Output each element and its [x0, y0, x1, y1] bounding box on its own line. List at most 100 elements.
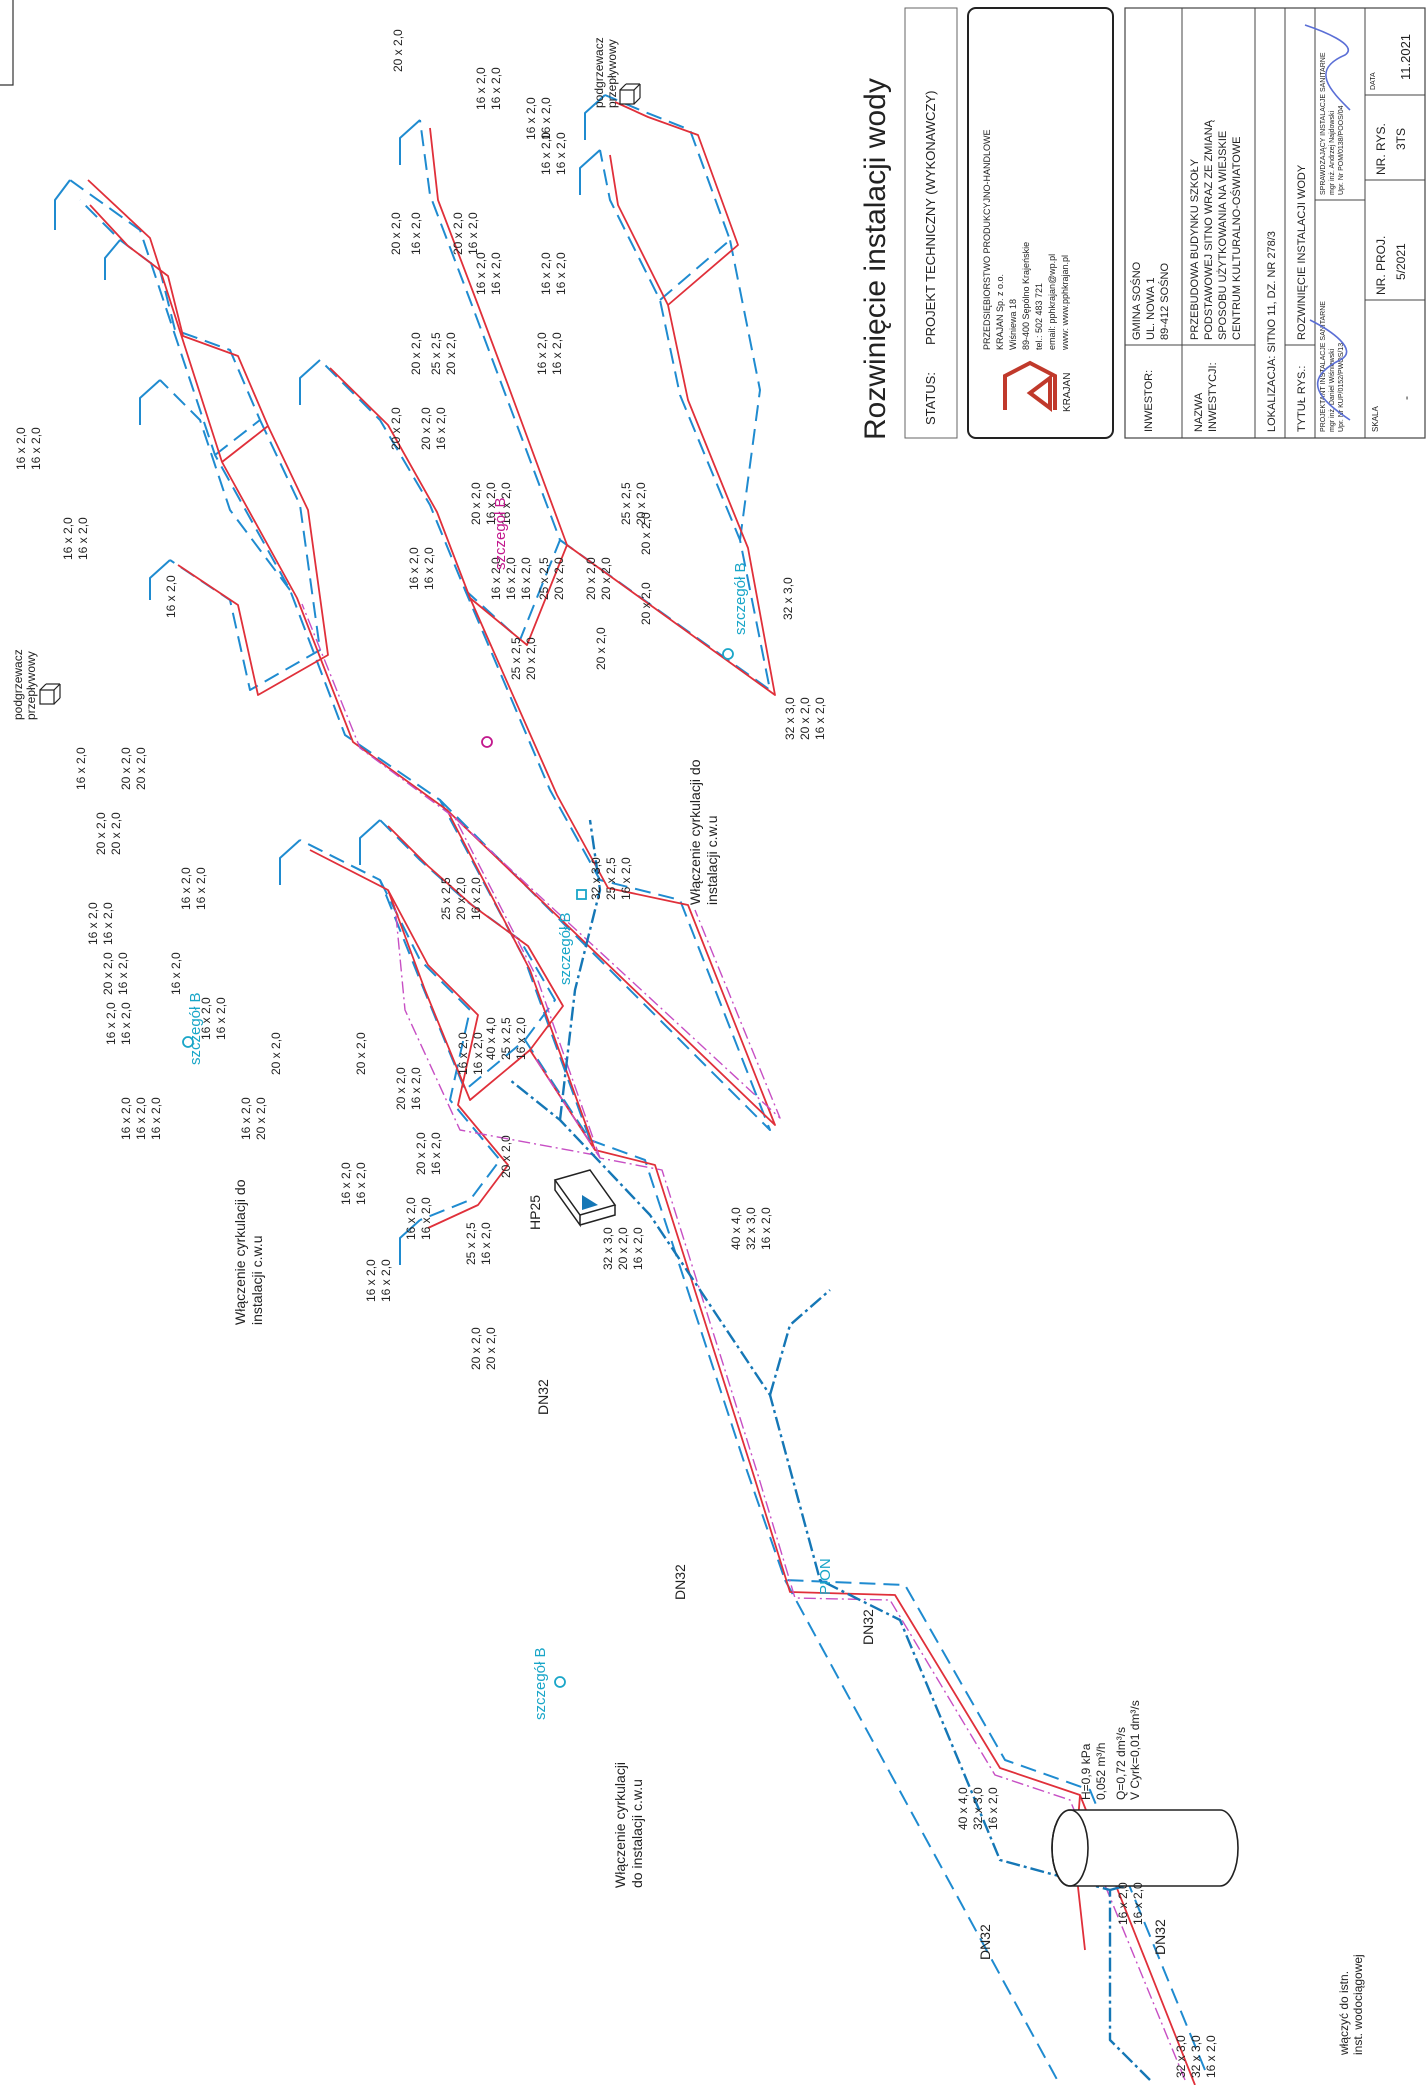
- circulation-note: Włączenie cyrkulacji: [612, 1762, 628, 1888]
- dim-label: 16 x 2,0: [631, 1227, 645, 1270]
- company-address: Wiśniewa 18: [1008, 299, 1018, 350]
- dim-label: 16 x 2,0: [379, 1259, 393, 1302]
- dim-label: 20 x 2,0: [484, 1327, 498, 1370]
- dim-label: 40 x 4,0: [729, 1207, 743, 1250]
- investor-street: UL. NOWA 1: [1145, 277, 1157, 340]
- dim-label: 32 x 3,0: [1174, 2035, 1188, 2078]
- flow-heater-symbol-left: [39, 683, 61, 705]
- flow-heater-label: przepływowy: [605, 39, 619, 108]
- investment-name: PODSTAWOWEJ SITNO WRAZ ZE ZMIANĄ: [1203, 119, 1215, 340]
- date-value: 11.2021: [1398, 34, 1413, 80]
- hp25-label: HP25: [527, 1195, 543, 1230]
- dim-label: 16 x 2,0: [422, 547, 436, 590]
- dim-label: 20 x 2,0: [469, 1327, 483, 1370]
- dn32-label: DN32: [535, 1379, 551, 1415]
- dim-label: 16 x 2,0: [535, 332, 549, 375]
- drawing-title: ROZWINIĘCIE INSTALACJI WODY: [1296, 164, 1308, 340]
- circulation-note: Włączenie cyrkulacji do: [687, 759, 703, 905]
- dim-label: 25 x 2,5: [499, 1017, 513, 1060]
- dim-label: 40 x 4,0: [484, 1017, 498, 1060]
- dim-label: 20 x 2,0: [634, 482, 648, 525]
- dim-label: 16 x 2,0: [407, 547, 421, 590]
- circulation-lines: [301, 603, 1186, 2081]
- dim-label: 32 x 3,0: [589, 857, 603, 900]
- dim-label: 16 x 2,0: [474, 252, 488, 295]
- dim-label: 16 x 2,0: [74, 747, 88, 790]
- scale-label: SKALA: [1371, 406, 1380, 432]
- scale-value: -: [1399, 396, 1413, 400]
- dim-label: 20 x 2,0: [119, 747, 133, 790]
- dim-label: 16 x 2,0: [519, 557, 533, 600]
- connection-note: włączyć do istn.: [1337, 1971, 1351, 2056]
- dim-label: 20 x 2,0: [109, 812, 123, 855]
- pump-param: V Cyrk=0,01 dm³/s: [1128, 1700, 1142, 1800]
- date-label: DATA: [1370, 72, 1377, 90]
- dim-label: 32 x 3,0: [1189, 2035, 1203, 2078]
- dim-label: 25 x 2,5: [537, 557, 551, 600]
- dn32-label: DN32: [672, 1564, 688, 1600]
- pipe-dimension-labels: 20 x 2,0 16 x 2,0 16 x 2,0 16 x 2,0 16 x…: [14, 29, 1218, 2078]
- cold-water-risers: [54, 94, 606, 1265]
- dim-label: 16 x 2,0: [1131, 1882, 1145, 1925]
- dim-label: 20 x 2,0: [499, 1135, 513, 1178]
- connection-note: inst. wodociągowej: [1351, 1954, 1365, 2055]
- investment-name: SPOSOBU UŻYTKOWANIA NA WIEJSKIE: [1216, 131, 1229, 340]
- dim-label: 16 x 2,0: [539, 132, 553, 175]
- dim-label: 16 x 2,0: [1116, 1882, 1130, 1925]
- dim-label: 20 x 2,0: [389, 407, 403, 450]
- dim-label: 16 x 2,0: [554, 252, 568, 295]
- dim-label: 25 x 2,5: [509, 637, 523, 680]
- dim-label: 20 x 2,0: [444, 332, 458, 375]
- dim-label: 20 x 2,0: [354, 1032, 368, 1075]
- dim-label: 16 x 2,0: [813, 697, 827, 740]
- dim-label: 32 x 3,0: [781, 577, 795, 620]
- investor-name: GMINA SOŚNO: [1130, 261, 1143, 340]
- designer-name: mgr inż. Daniel Wiśniewski: [1329, 348, 1336, 432]
- drawing-number: 3TS: [1394, 128, 1408, 150]
- dim-label: 16 x 2,0: [119, 1002, 133, 1045]
- dim-label: 20 x 2,0: [394, 1067, 408, 1110]
- krajan-logo: [1003, 360, 1057, 412]
- designer-label: PROJEKTANT INSTALACJE SANITARNE: [1320, 301, 1327, 432]
- dim-label: 16 x 2,0: [466, 212, 480, 255]
- dim-label: 20 x 2,0: [454, 877, 468, 920]
- dim-label: 16 x 2,0: [489, 557, 503, 600]
- dim-label: 16 x 2,0: [539, 97, 553, 140]
- dim-label: 16 x 2,0: [554, 132, 568, 175]
- dim-label: 20 x 2,0: [101, 952, 115, 995]
- checker-label: SPRAWDZAJĄCY INSTALACJE SANITARNE: [1320, 52, 1327, 195]
- detail-b-callout: szczegół B: [492, 497, 509, 570]
- dim-label: 16 x 2,0: [434, 407, 448, 450]
- pipe-network: [54, 94, 1230, 2085]
- dim-label: 16 x 2,0: [539, 252, 553, 295]
- dim-label: 20 x 2,0: [414, 1132, 428, 1175]
- dim-label: 16 x 2,0: [1204, 2035, 1218, 2078]
- dim-label: 20 x 2,0: [616, 1227, 630, 1270]
- flow-heater-label: przepływowy: [24, 651, 38, 720]
- dim-label: 20 x 2,0: [798, 697, 812, 740]
- dim-label: 16 x 2,0: [104, 1002, 118, 1045]
- dim-label: 16 x 2,0: [101, 902, 115, 945]
- dim-label: 20 x 2,0: [639, 512, 653, 555]
- dim-label: 32 x 3,0: [783, 697, 797, 740]
- dim-label: 20 x 2,0: [269, 1032, 283, 1075]
- drawing-number-label: NR. RYS.: [1374, 123, 1388, 175]
- dim-label: 16 x 2,0: [194, 867, 208, 910]
- dim-label: 25 x 2,5: [464, 1222, 478, 1265]
- status-label: STATUS:: [923, 372, 938, 425]
- dim-label: 20 x 2,0: [419, 407, 433, 450]
- dim-label: 25 x 2,5: [429, 332, 443, 375]
- dim-label: 16 x 2,0: [479, 1222, 493, 1265]
- dim-label: 16 x 2,0: [116, 952, 130, 995]
- dim-label: 32 x 3,0: [601, 1227, 615, 1270]
- dim-label: 16 x 2,0: [149, 1097, 163, 1140]
- dim-label: 16 x 2,0: [484, 482, 498, 525]
- dim-label: 20 x 2,0: [391, 29, 405, 72]
- dim-label: 16 x 2,0: [759, 1207, 773, 1250]
- checker-permit: Upr. Nr POM/0138/POOS/04: [1338, 105, 1345, 195]
- location: LOKALIZACJA: SITNO 11, DZ. NR 278/3: [1266, 231, 1278, 432]
- dim-label: 20 x 2,0: [639, 582, 653, 625]
- dim-label: 20 x 2,0: [254, 1097, 268, 1140]
- dim-label: 20 x 2,0: [469, 482, 483, 525]
- detail-b-markers: [182, 648, 734, 1688]
